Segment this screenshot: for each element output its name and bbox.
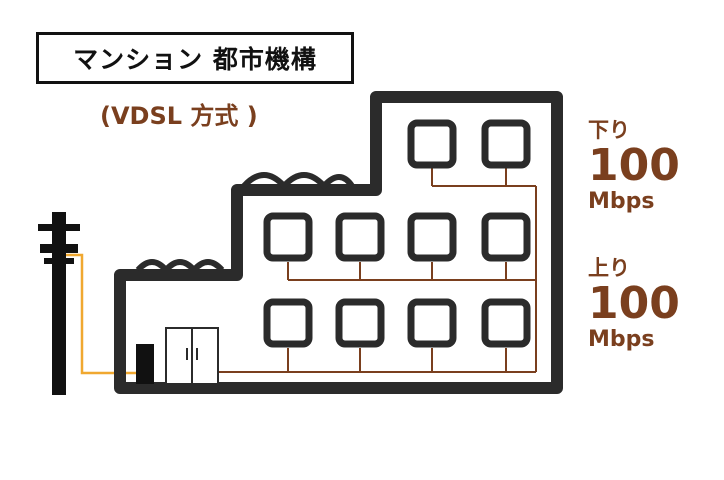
internal-wiring	[216, 168, 537, 373]
diagram-title: マンション 都市機構	[73, 45, 317, 74]
title-box: マンション 都市機構	[36, 32, 354, 84]
room-unit-icon	[407, 212, 457, 262]
room-unit-icon	[335, 212, 385, 262]
upload-label: 上り	[588, 256, 630, 280]
diagram-subtitle: (VDSL 方式 )	[100, 102, 258, 130]
upload-speed: 上り 100 Mbps	[588, 256, 680, 352]
utility-pole-icon	[38, 212, 80, 395]
room-unit-icon	[263, 212, 313, 262]
room-unit-icon	[263, 298, 313, 348]
upload-unit: Mbps	[588, 327, 655, 352]
vdsl-device-icon	[136, 344, 154, 384]
room-unit-icon	[481, 212, 531, 262]
roof-scallops	[135, 172, 355, 275]
room-unit-icon	[407, 119, 457, 169]
download-unit: Mbps	[588, 189, 655, 214]
mdf-cabinet-icon	[165, 327, 219, 385]
room-unit-icon	[481, 119, 531, 169]
upload-value: 100	[588, 278, 680, 329]
apartment-building-icon	[114, 91, 563, 394]
download-speed: 下り 100 Mbps	[588, 118, 680, 214]
room-unit-icon	[481, 298, 531, 348]
drop-cable	[66, 253, 136, 375]
download-value: 100	[588, 140, 680, 191]
download-label: 下り	[588, 118, 630, 142]
room-unit-icon	[407, 298, 457, 348]
room-unit-icon	[335, 298, 385, 348]
